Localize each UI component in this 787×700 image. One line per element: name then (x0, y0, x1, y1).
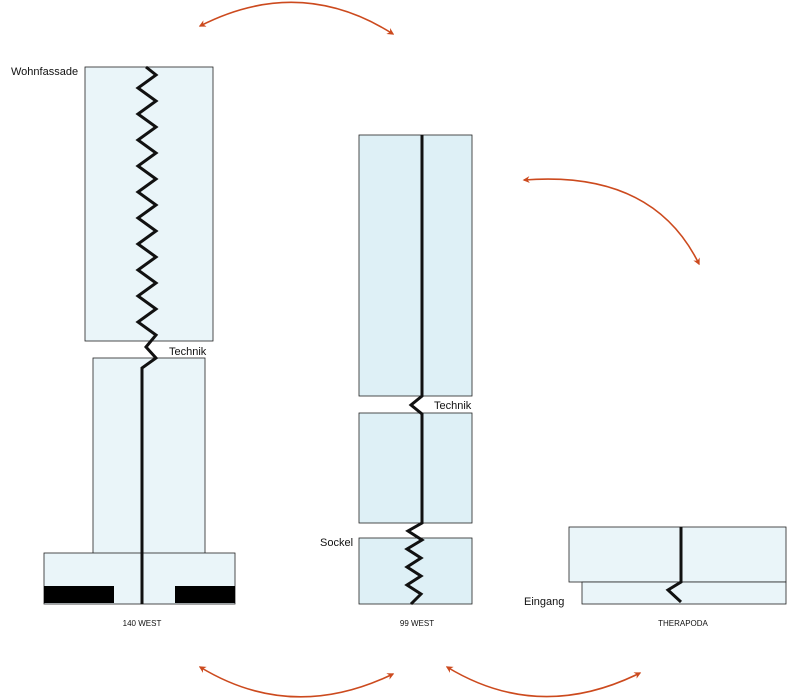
label-sockel: Sockel (320, 537, 353, 549)
arrow-right-99-to-therapoda (522, 176, 700, 266)
upper-slab (568, 526, 787, 583)
upper-block (358, 134, 473, 397)
arrow-top-140-to-99 (198, 1, 395, 35)
caption-140-west: 140 WEST (123, 619, 162, 628)
lower-slab (581, 581, 787, 605)
spine (404, 135, 425, 606)
label-eingang: Eingang (524, 596, 564, 608)
zigzag-spine (135, 65, 159, 604)
building-99-west (358, 134, 473, 606)
caption-therapoda: THERAPODA (658, 619, 708, 628)
base-dark-block-right (175, 586, 235, 603)
arrow-bottom-99-to-therapoda (445, 666, 642, 698)
arrow-bottom-140-to-99 (198, 666, 395, 698)
upper-facade-block (84, 66, 214, 342)
relation-arrows (198, 1, 700, 698)
spine (665, 527, 683, 604)
label-technik-99: Technik (434, 400, 472, 412)
label-technik-140: Technik (169, 346, 207, 358)
middle-block (358, 412, 473, 524)
caption-99-west: 99 WEST (400, 619, 434, 628)
label-wohnfassade: Wohnfassade (11, 66, 78, 78)
middle-block (92, 357, 206, 555)
building-therapoda (568, 526, 787, 605)
building-140-west (43, 65, 236, 605)
base-dark-block-left (44, 586, 114, 603)
